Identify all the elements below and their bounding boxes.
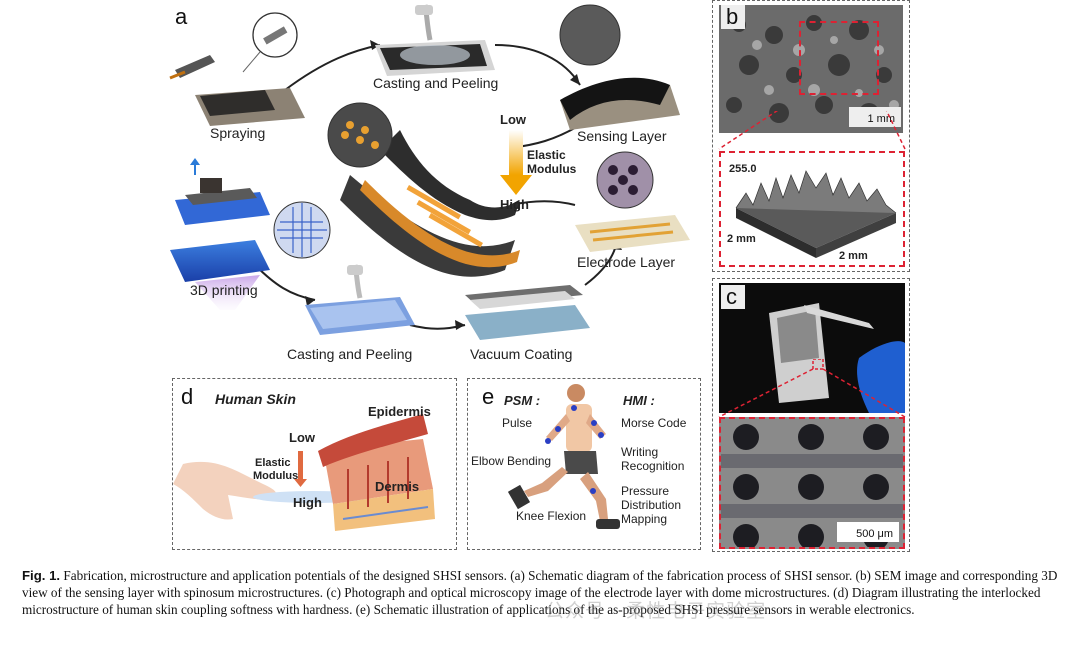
photo-drawing	[769, 303, 905, 413]
c-zoom-lines	[718, 359, 906, 418]
panel-b-letter: b	[726, 4, 739, 29]
label-sensing-layer: Sensing Layer	[577, 128, 667, 144]
electrode-photo	[719, 283, 905, 413]
figure-caption: Fig. 1. Fabrication, microstructure and …	[22, 567, 1062, 618]
sem-zoom-box	[799, 21, 879, 95]
label-modulus: Modulus	[527, 162, 577, 176]
panel-a-letter: a	[175, 4, 188, 29]
surface-axis-left: 2 mm	[727, 233, 756, 245]
label-casting-top: Casting and Peeling	[373, 75, 499, 91]
panel-a: a Spraying Casting and Peeling Sensing L…	[165, 0, 705, 370]
label-morse-code: Morse Code	[621, 416, 687, 430]
panel-a-illustration	[169, 4, 690, 340]
skin-title: Human Skin	[215, 391, 296, 407]
panel-e-letter: e	[482, 384, 495, 409]
label-casting-bottom: Casting and Peeling	[287, 346, 413, 362]
label-low: Low	[500, 112, 526, 127]
label-pulse: Pulse	[502, 416, 533, 430]
label-elastic: Elastic	[527, 148, 566, 162]
label-writing: Writing	[621, 445, 659, 459]
panel-d-letter: d	[181, 384, 194, 409]
panel-c-letter: c	[726, 284, 737, 309]
label-dermis: Dermis	[375, 479, 420, 494]
label-3d-printing: 3D printing	[190, 282, 258, 298]
panel-b: 1 mm b 255.0 2 mm 2 mm	[712, 0, 910, 272]
surface-3d	[735, 170, 897, 258]
skin-label-modulus: Modulus	[253, 470, 299, 482]
label-elbow-bending: Elbow Bending	[471, 454, 552, 468]
panel-e: e PSM : HMI : Pulse Elbow Bending Knee F…	[467, 378, 701, 550]
label-recognition: Recognition	[621, 459, 685, 473]
label-knee-flexion: Knee Flexion	[516, 509, 587, 523]
label-distribution: Distribution	[621, 498, 682, 512]
label-epidermis: Epidermis	[368, 404, 431, 419]
microscopy-scale-bar: 500 μm	[856, 528, 893, 540]
label-electrode-layer: Electrode Layer	[577, 254, 676, 270]
sem-texture	[726, 15, 899, 123]
watermark: 公众号 · 柔性电子实验室	[545, 600, 767, 622]
label-spraying: Spraying	[210, 125, 266, 141]
label-vacuum-coating: Vacuum Coating	[470, 346, 573, 362]
surface-z-value: 255.0	[729, 163, 757, 175]
sem-scale-bar: 1 mm	[867, 113, 896, 125]
label-pressure: Pressure	[621, 484, 670, 498]
label-hmi: HMI :	[623, 393, 655, 408]
runner-illustration	[507, 384, 620, 529]
panel-d: d Human Skin Epidermis Low Elastic Modul…	[172, 378, 457, 550]
label-high: High	[500, 197, 529, 212]
skin-illustration	[173, 414, 435, 531]
caption-label: Fig. 1.	[22, 568, 61, 583]
label-psm: PSM :	[504, 393, 541, 408]
microscopy-box: 500 μm	[719, 417, 905, 549]
zoom-lines	[718, 111, 906, 150]
skin-label-high: High	[293, 495, 322, 510]
arrow-spray-to-cast	[284, 44, 381, 91]
label-mapping: Mapping	[621, 512, 668, 526]
skin-label-low: Low	[289, 430, 315, 445]
caption-text: Fabrication, microstructure and applicat…	[22, 568, 1058, 617]
sem-image: 1 mm	[719, 5, 903, 133]
skin-label-elastic: Elastic	[255, 457, 291, 469]
panel-c: c 500 μm	[712, 278, 910, 552]
surface-3d-box: 255.0 2 mm 2 mm	[719, 151, 905, 267]
center-sensor	[340, 175, 515, 277]
surface-axis-right: 2 mm	[839, 250, 868, 262]
